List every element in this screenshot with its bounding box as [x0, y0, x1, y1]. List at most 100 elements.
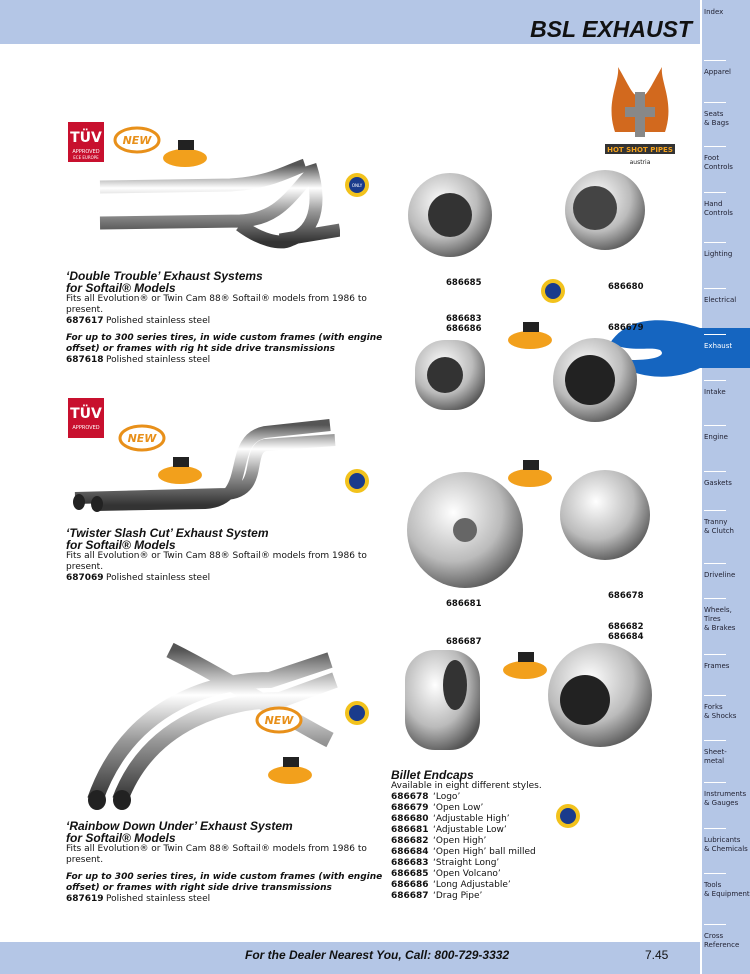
endcap-686683-686686	[415, 340, 485, 410]
product-subtitle: for Softail® Models	[66, 831, 176, 845]
endcap-label: 686683	[446, 314, 482, 324]
sidebar-tab-sheet-metal[interactable]: Sheet- metal	[704, 740, 727, 765]
sku-desc: Polished stainless steel	[106, 573, 211, 583]
endcap-row: 686685‘Open Volcano’	[391, 869, 591, 880]
sidebar-tab-index[interactable]: Index	[704, 8, 724, 16]
endcap-row: 686680‘Adjustable High’	[391, 814, 591, 825]
sidebar-tab-foot-controls[interactable]: Foot Controls	[704, 146, 733, 171]
product-subtitle: for Softail® Models	[66, 538, 176, 552]
endcap-686687	[405, 650, 480, 750]
sidebar-tab-tools-equipment[interactable]: Tools & Equipment	[704, 873, 750, 898]
sidebar-tab-driveline[interactable]: Driveline	[704, 563, 736, 579]
sidebar-tab-frames[interactable]: Frames	[704, 654, 730, 670]
sku-desc: Polished stainless steel	[106, 316, 211, 326]
sidebar-tab-engine[interactable]: Engine	[704, 425, 728, 441]
endcap-686679	[553, 338, 637, 422]
sidebar-tab-cross-reference[interactable]: Cross Reference	[704, 924, 740, 949]
endcap-label: 686681	[446, 599, 482, 609]
endcap-label: 686682	[608, 622, 644, 632]
sidebar-tab-lubricants-chemicals[interactable]: Lubricants & Chemicals	[704, 828, 748, 853]
endcap-row: 686687‘Drag Pipe’	[391, 891, 591, 902]
only-europe-badge	[345, 469, 369, 493]
sidebar-tab-hand-controls[interactable]: Hand Controls	[704, 192, 733, 217]
dealer-phone: For the Dealer Nearest You, Call: 800-72…	[245, 948, 510, 962]
svg-text:austria: austria	[630, 159, 651, 166]
svg-text:ECE EUROPE: ECE EUROPE	[73, 155, 99, 160]
sku: 686684	[391, 847, 429, 857]
only-europe-badge	[345, 701, 369, 725]
product-twister-slash-cut: ‘Twister Slash Cut’ Exhaust System for S…	[66, 527, 386, 584]
sku: 687069	[66, 573, 104, 583]
endcap-label: 686684	[608, 632, 644, 642]
header-band: BSL EXHAUST	[0, 0, 700, 46]
endcap-label: 686679	[608, 323, 644, 333]
racing-flag-badge	[503, 652, 547, 679]
sku-desc: ‘Long Adjustable’	[433, 880, 511, 890]
endcap-686682-686684	[548, 643, 652, 747]
racing-flag-badge	[508, 460, 552, 487]
sidebar-tab-electrical[interactable]: Electrical	[704, 288, 737, 304]
svg-text:HOT SHOT PIPES: HOT SHOT PIPES	[607, 146, 673, 154]
product-note: For up to 300 series tires, in wide cust…	[66, 872, 383, 893]
svg-text:NEW: NEW	[128, 432, 158, 445]
racing-flag-badge	[163, 140, 207, 167]
product-title: Billet Endcaps	[391, 768, 474, 782]
sku-desc: Polished stainless steel	[106, 355, 211, 365]
sidebar-tab-lighting[interactable]: Lighting	[704, 242, 733, 258]
sidebar-tab-intake[interactable]: Intake	[704, 380, 726, 396]
sidebar-tab-exhaust[interactable]: Exhaust	[704, 334, 733, 350]
svg-text:NEW: NEW	[123, 134, 153, 147]
new-badge: NEW	[255, 706, 303, 734]
product-title: ‘Twister Slash Cut’ Exhaust System	[66, 526, 269, 540]
endcaps-images	[407, 170, 650, 588]
sidebar-tab-forks-shocks[interactable]: Forks & Shocks	[704, 695, 737, 720]
product-note: For up to 300 series tires, in wide cust…	[66, 333, 383, 354]
sku: 686680	[391, 814, 429, 824]
sku-desc: ‘Open Low’	[433, 803, 484, 813]
svg-text:TÜV: TÜV	[70, 404, 102, 422]
racing-flag-badge	[268, 757, 312, 784]
tuv-badge: TÜV APPROVED	[68, 398, 104, 438]
product-subtitle: Available in eight different styles.	[391, 781, 542, 791]
svg-text:APPROVED: APPROVED	[72, 425, 99, 431]
product-subtitle: for Softail® Models	[66, 281, 176, 295]
racing-flag-badge	[508, 322, 552, 349]
sku: 687618	[66, 355, 104, 365]
footer-band: For the Dealer Nearest You, Call: 800-72…	[0, 942, 700, 974]
sku: 686686	[391, 880, 429, 890]
sku-desc: ‘Logo’	[433, 792, 461, 802]
sidebar-tab-instruments-gauges[interactable]: Instruments & Gauges	[704, 782, 747, 807]
endcap-686678	[560, 470, 650, 560]
endcap-label: 686685	[446, 278, 482, 288]
svg-text:TÜV: TÜV	[70, 128, 102, 146]
endcap-row: 686682‘Open High’	[391, 836, 591, 847]
new-badge: NEW	[113, 126, 161, 154]
fitment-text: Fits all Evolution® or Twin Cam 88® Soft…	[66, 294, 367, 315]
sidebar-tab-apparel[interactable]: Apparel	[704, 60, 731, 76]
endcap-label: 686687	[446, 637, 482, 647]
svg-text:APPROVED: APPROVED	[72, 149, 99, 155]
sku-desc: ‘Open High’ ball milled	[433, 847, 536, 857]
product-title: ‘Double Trouble’ Exhaust Systems	[66, 269, 263, 283]
product-title: ‘Rainbow Down Under’ Exhaust System	[66, 819, 293, 833]
only-europe-badge	[541, 279, 565, 303]
sidebar-tab-seats-bags[interactable]: Seats & Bags	[704, 102, 729, 127]
sidebar-tab-tranny-clutch[interactable]: Tranny & Clutch	[704, 510, 734, 535]
page-title: BSL EXHAUST	[530, 16, 692, 42]
endcap-row: 686681‘Adjustable Low’	[391, 825, 591, 836]
fitment-text: Fits all Evolution® or Twin Cam 88® Soft…	[66, 844, 367, 865]
endcap-row: 686684 ‘Open High’ ball milled	[391, 847, 591, 858]
sku: 686681	[391, 825, 429, 835]
endcap-686680	[565, 170, 645, 250]
sidebar-tab-gaskets[interactable]: Gaskets	[704, 471, 732, 487]
page-number: 7.45	[645, 948, 669, 962]
sidebar-tab-wheels-tires-brakes[interactable]: Wheels, Tires & Brakes	[704, 598, 736, 632]
svg-text:ONLY: ONLY	[352, 183, 363, 188]
endcap-row: 686686 ‘Long Adjustable’	[391, 880, 591, 891]
sku-desc: ‘Straight Long’	[433, 858, 500, 868]
